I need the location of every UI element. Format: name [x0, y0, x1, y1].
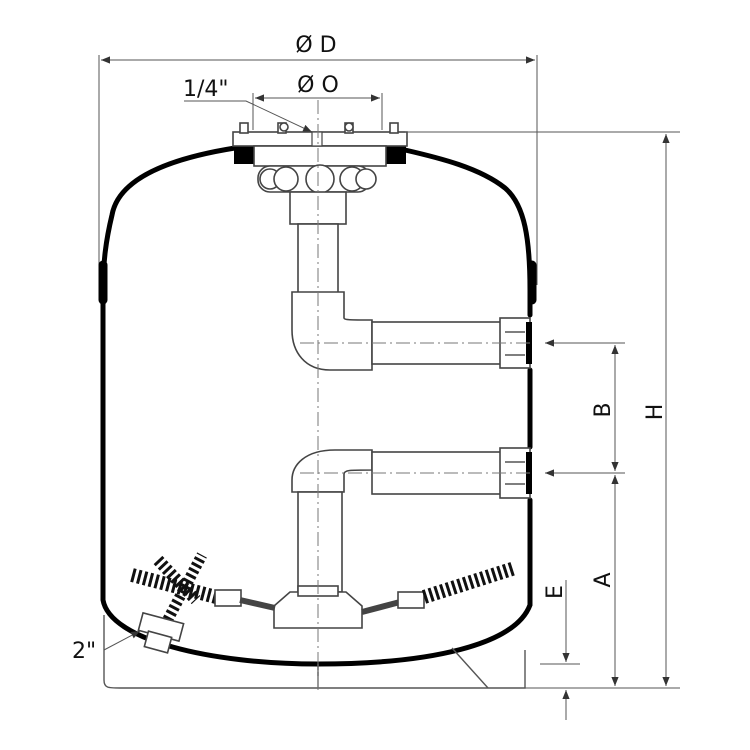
tank-shell: [98, 144, 537, 667]
right-lateral: [361, 561, 518, 615]
quarter-inch-callout: 1/4": [183, 77, 313, 133]
drain-fitting: 2": [72, 611, 185, 664]
lower-pipe: [291, 447, 532, 593]
diameter-label: Ø D: [295, 33, 336, 58]
diameter-dimension: Ø D: [98, 33, 538, 285]
height-dimension: H: [405, 131, 680, 689]
left-lateral: [130, 552, 276, 628]
height-label: H: [643, 404, 668, 421]
e-dimension: E: [540, 580, 580, 720]
upper-pipe: [291, 223, 532, 371]
top-cover: [232, 122, 408, 225]
two-inch-label: 2": [72, 639, 96, 664]
outlet-label: Ø O: [297, 73, 339, 98]
outlet-dimension: Ø O: [252, 73, 383, 130]
quarter-inch-label: 1/4": [183, 77, 229, 102]
b-label: B: [591, 402, 616, 417]
e-label: E: [543, 585, 568, 599]
a-dimension: A: [591, 475, 619, 686]
b-dimension: B: [545, 339, 625, 477]
a-label: A: [591, 572, 616, 587]
